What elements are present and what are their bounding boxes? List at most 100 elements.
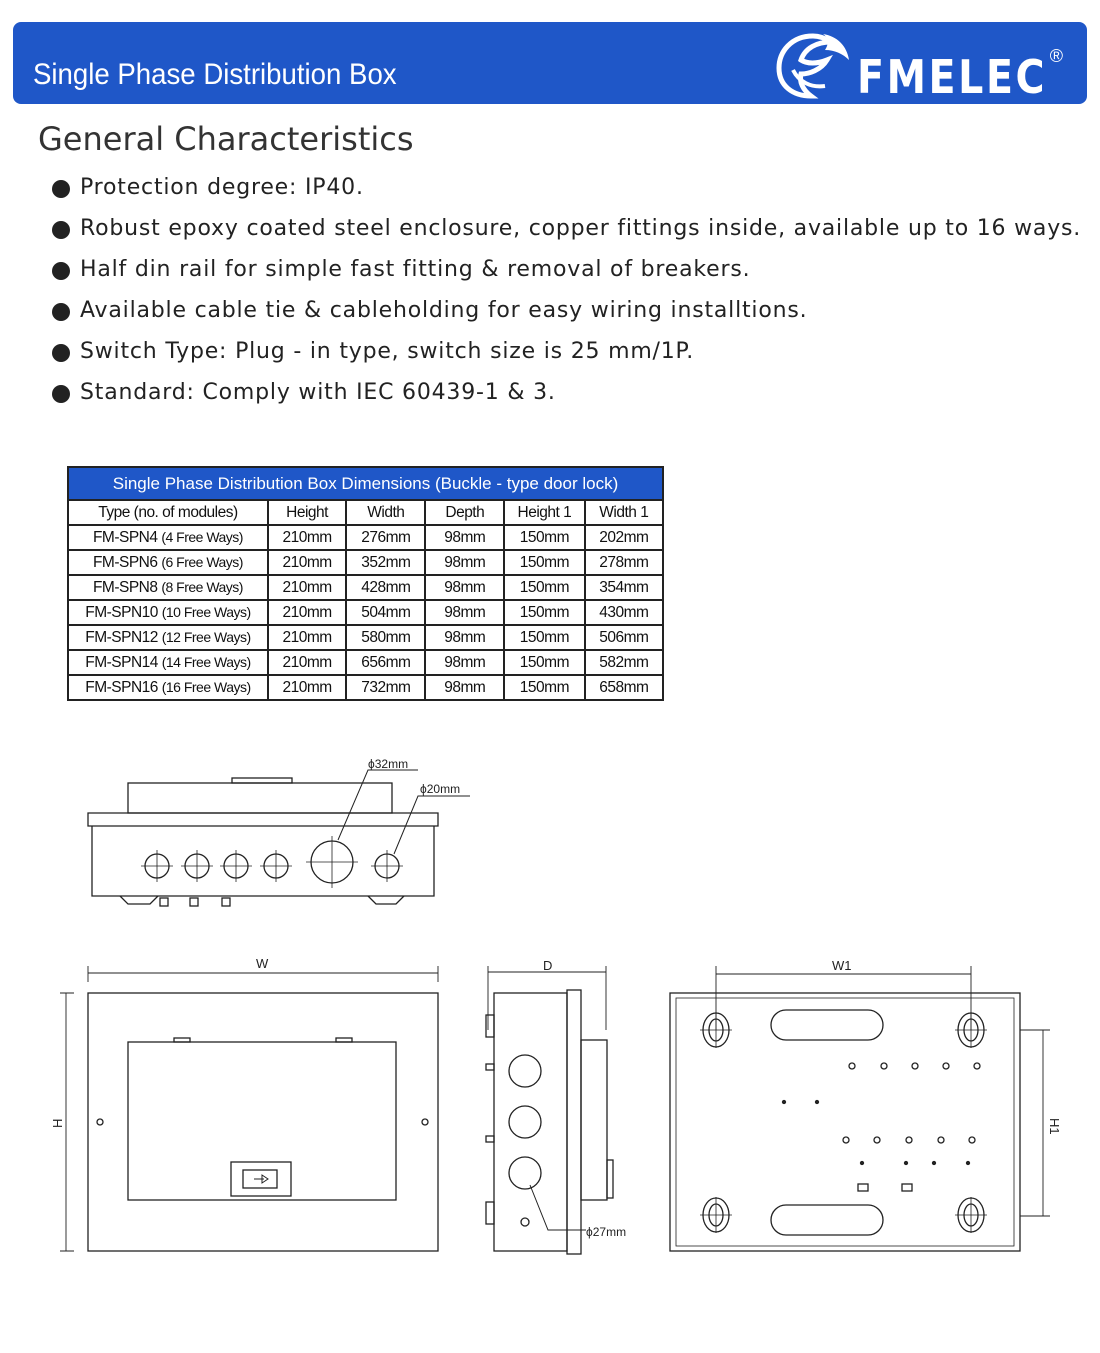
list-item: Protection degree: IP40.	[52, 170, 1081, 211]
table-caption: Single Phase Distribution Box Dimensions…	[67, 466, 664, 501]
model-cell: FM-SPN8 (8 Free Ways)	[67, 574, 269, 601]
bullet-icon	[52, 303, 70, 321]
model-name: FM-SPN10	[85, 603, 158, 621]
list-item: Standard: Comply with IEC 60439-1 & 3.	[52, 375, 1081, 416]
registered-mark: ®	[1049, 46, 1063, 66]
width1-cell: 354mm	[583, 574, 665, 601]
bullet-icon	[52, 385, 70, 403]
height-cell: 210mm	[266, 524, 348, 551]
height1-cell: 150mm	[503, 624, 586, 651]
depth-cell: 98mm	[424, 549, 506, 576]
list-item-text: Switch Type: Plug - in type, switch size…	[80, 339, 694, 364]
width1-cell: 506mm	[583, 624, 665, 651]
width1-cell: 582mm	[583, 649, 665, 676]
height1-cell: 150mm	[503, 674, 586, 701]
section-title: General Characteristics	[38, 120, 414, 158]
dimensions-table: Single Phase Distribution Box Dimensions…	[67, 466, 665, 701]
free-ways: (16 Free Ways)	[161, 678, 251, 695]
bottom-view-drawing: ϕ32mm ϕ20mm	[87, 757, 470, 907]
header-banner: Single Phase Distribution Box FMELEC ®	[13, 22, 1087, 104]
model-cell: FM-SPN14 (14 Free Ways)	[67, 649, 269, 676]
width-cell: 352mm	[345, 549, 427, 576]
brand-logo: FMELEC ®	[773, 28, 1063, 104]
height1-label: H1	[1047, 1118, 1062, 1135]
free-ways: (10 Free Ways)	[161, 603, 251, 620]
depth-cell: 98mm	[424, 624, 506, 651]
model-name: FM-SPN6	[92, 553, 158, 571]
column-header: Width 1	[583, 499, 665, 526]
width1-cell: 278mm	[583, 549, 665, 576]
list-item: Switch Type: Plug - in type, switch size…	[52, 334, 1081, 375]
width-cell: 428mm	[345, 574, 427, 601]
depth-cell: 98mm	[424, 649, 506, 676]
height1-cell: 150mm	[503, 649, 586, 676]
model-name: FM-SPN14	[85, 653, 158, 671]
depth-cell: 98mm	[424, 674, 506, 701]
depth-cell: 98mm	[424, 599, 506, 626]
height-cell: 210mm	[266, 599, 348, 626]
hole-20mm-label: ϕ20mm	[420, 782, 460, 796]
list-item-text: Protection degree: IP40.	[80, 175, 364, 200]
bullet-icon	[52, 180, 70, 198]
model-cell: FM-SPN12 (12 Free Ways)	[67, 624, 269, 651]
column-header: Height 1	[503, 499, 586, 526]
height-cell: 210mm	[266, 574, 348, 601]
free-ways: (8 Free Ways)	[161, 578, 243, 595]
page-title: Single Phase Distribution Box	[33, 58, 397, 91]
list-item-text: Half din rail for simple fast fitting & …	[80, 257, 751, 282]
front-view-drawing: W H	[50, 956, 439, 1252]
hole-27mm-label: ϕ27mm	[586, 1225, 626, 1239]
model-cell: FM-SPN6 (6 Free Ways)	[67, 549, 269, 576]
model-cell: FM-SPN4 (4 Free Ways)	[67, 524, 269, 551]
width1-cell: 658mm	[583, 674, 665, 701]
back-view-drawing: W1 H1	[669, 958, 1062, 1252]
list-item-text: Robust epoxy coated steel enclosure, cop…	[80, 216, 1082, 241]
model-name: FM-SPN4	[92, 528, 158, 546]
height-cell: 210mm	[266, 674, 348, 701]
height1-cell: 150mm	[503, 599, 586, 626]
list-item: Robust epoxy coated steel enclosure, cop…	[52, 211, 1081, 252]
keyhole-mount	[700, 1012, 987, 1233]
free-ways: (6 Free Ways)	[161, 553, 243, 570]
side-view-drawing: D ϕ27mm	[485, 958, 626, 1255]
model-name: FM-SPN16	[85, 678, 158, 696]
model-cell: FM-SPN16 (16 Free Ways)	[67, 674, 269, 701]
height1-cell: 150mm	[503, 524, 586, 551]
width-cell: 732mm	[345, 674, 427, 701]
free-ways: (14 Free Ways)	[161, 653, 251, 670]
column-header: Height	[266, 499, 348, 526]
height-label: H	[50, 1119, 65, 1128]
list-item-text: Available cable tie & cableholding for e…	[80, 298, 808, 323]
characteristics-list: Protection degree: IP40. Robust epoxy co…	[52, 170, 1081, 416]
width-cell: 656mm	[345, 649, 427, 676]
depth-label: D	[543, 958, 552, 973]
width1-cell: 430mm	[583, 599, 665, 626]
column-header: Type (no. of modules)	[67, 499, 269, 526]
width1-label: W1	[832, 958, 852, 973]
brand-leaf-icon	[776, 33, 849, 99]
height1-cell: 150mm	[503, 574, 586, 601]
model-name: FM-SPN12	[85, 628, 158, 646]
technical-drawings: ϕ32mm ϕ20mm W H D ϕ27mm	[50, 757, 1062, 1255]
width-cell: 580mm	[345, 624, 427, 651]
column-header: Depth	[424, 499, 506, 526]
brand-name: FMELEC	[857, 50, 1048, 104]
table-header-row: Type (no. of modules) Height Width Depth…	[67, 499, 665, 526]
hole-32mm-label: ϕ32mm	[368, 757, 408, 771]
list-item: Available cable tie & cableholding for e…	[52, 293, 1081, 334]
bullet-icon	[52, 262, 70, 280]
model-name: FM-SPN8	[92, 578, 158, 596]
height-cell: 210mm	[266, 624, 348, 651]
depth-cell: 98mm	[424, 524, 506, 551]
free-ways: (4 Free Ways)	[161, 528, 243, 545]
height-cell: 210mm	[266, 549, 348, 576]
height-cell: 210mm	[266, 649, 348, 676]
free-ways: (12 Free Ways)	[161, 628, 251, 645]
